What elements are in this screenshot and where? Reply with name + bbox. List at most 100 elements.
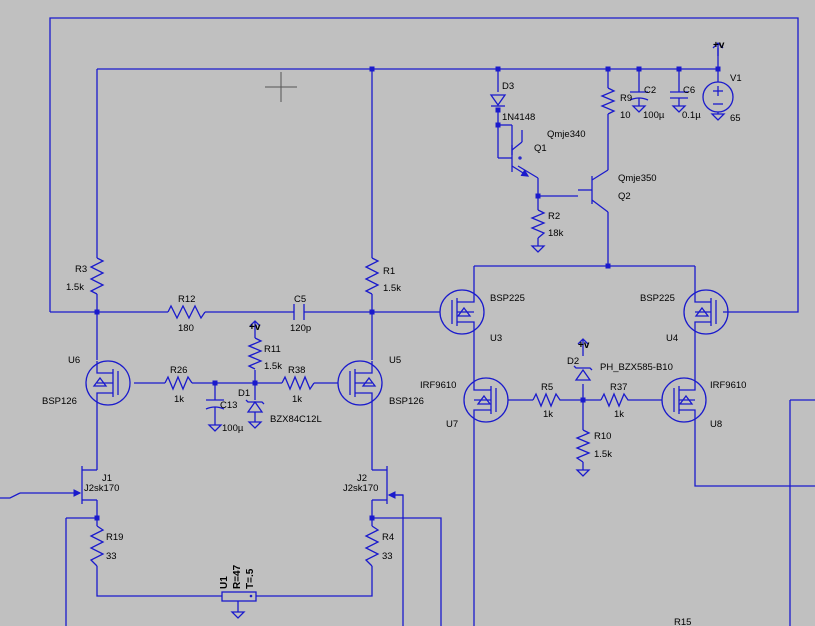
label-c2-value: 100µ [643,110,665,121]
transistor-q2[interactable] [578,176,593,204]
resistor-r9[interactable] [600,87,616,115]
label-r10: R10 [594,431,611,442]
resistor-r5[interactable] [532,392,565,408]
label-u5: U5 [389,355,401,366]
label-u1-t: T=.5 [245,568,256,589]
resistor-r11[interactable] [247,337,263,370]
transistor-q1[interactable] [497,125,530,177]
label-d3: D3 [502,81,514,92]
label-r5: R5 [541,382,553,393]
label-c13-value: 100µ [222,423,244,434]
label-d2-value: PH_BZX585-B10 [600,362,673,373]
voltage-source-v1[interactable] [702,80,734,114]
label-vplus-right: +v [578,340,590,351]
label-u7: U7 [446,419,458,430]
label-r12-value: 180 [178,323,194,334]
label-r38-value: 1k [292,394,302,405]
label-q2: Q2 [618,191,631,202]
resistor-r19[interactable] [89,525,105,567]
label-u8: U8 [710,419,722,430]
label-r4: R4 [382,532,394,543]
label-d1: D1 [238,388,250,399]
capacitor-c5[interactable] [293,304,305,320]
label-r37-value: 1k [614,409,624,420]
diode-d1[interactable] [245,399,265,422]
label-r15: R15 [674,617,691,626]
label-v1-value: 65 [730,113,741,124]
label-r5-value: 1k [543,409,553,420]
label-r3: R3 [75,264,87,275]
resistor-r2[interactable] [530,209,546,239]
resistor-r1[interactable] [364,257,380,295]
label-c5: C5 [294,294,306,305]
resistor-r12[interactable] [167,304,206,320]
mosfet-u7[interactable] [463,377,509,423]
label-j1-value: J2sk170 [84,483,119,494]
label-j2-value: J2sk170 [343,483,378,494]
diode-d2[interactable] [573,365,593,381]
label-u1-r: R=47 [232,564,243,589]
label-u7-value: IRF9610 [420,380,456,391]
label-r19: R19 [106,532,123,543]
ground-symbols [207,105,726,619]
resistor-r26[interactable] [164,375,193,391]
label-vplus-mid: +v [249,322,261,333]
capacitor-c13[interactable] [205,399,225,425]
jfet-j2[interactable] [386,466,403,504]
diode-d3[interactable] [489,94,507,113]
label-j2: J2 [357,473,367,484]
cursor-crosshair-icon [265,72,297,102]
label-d2: D2 [567,356,579,367]
label-u3: U3 [490,333,502,344]
mosfet-u3[interactable] [439,289,485,335]
label-r1: R1 [383,266,395,277]
label-r1-value: 1.5k [383,283,401,294]
label-c2: C2 [644,85,656,96]
label-j1: J1 [102,473,112,484]
capacitor-c2[interactable] [629,91,649,106]
label-r19-value: 33 [106,551,117,562]
mosfet-u8[interactable] [661,377,707,423]
wire-network [0,17,815,626]
label-r10-value: 1.5k [594,449,612,460]
label-u4-value: BSP225 [640,293,675,304]
label-r4-value: 33 [382,551,393,562]
component-labels: D3 1N4148 Qmje340 Q1 Qmje350 Q2 R9 10 C2… [42,40,746,626]
label-v1: V1 [730,73,742,84]
label-d1-value: BZX84C12L [270,414,322,425]
resistor-r10[interactable] [575,429,591,463]
label-d3-value: 1N4148 [502,112,535,123]
label-c5-value: 120p [290,323,311,334]
label-r12: R12 [178,294,195,305]
label-r11: R11 [264,344,281,355]
label-r26: R26 [170,365,187,376]
mosfet-u6[interactable] [85,360,131,406]
resistor-r37[interactable] [600,392,633,408]
resistor-r3[interactable] [89,257,105,295]
label-r37: R37 [610,382,627,393]
jfet-j1[interactable] [20,466,83,504]
resistor-r38[interactable] [281,375,315,391]
thermistor-u1[interactable] [221,591,257,604]
label-c6-value: 0.1µ [682,110,701,121]
label-q2-value: Qmje350 [618,173,657,184]
mosfet-u5[interactable] [337,360,383,406]
label-u4: U4 [666,333,678,344]
label-r2-value: 18k [548,228,564,239]
label-r38: R38 [288,365,305,376]
label-c6: C6 [683,85,695,96]
label-u5-value: BSP126 [389,396,424,407]
label-q1: Q1 [534,143,547,154]
label-r11-value: 1.5k [264,361,282,372]
label-u1: U1 [219,576,230,589]
label-u6: U6 [68,355,80,366]
label-u3-value: BSP225 [490,293,525,304]
resistor-r4[interactable] [364,525,380,567]
mosfet-u4[interactable] [683,289,729,335]
label-vplus-top: +v [713,40,725,51]
label-r9-value: 10 [620,110,631,121]
supply-flags [249,42,724,348]
capacitor-c6[interactable] [670,91,688,106]
